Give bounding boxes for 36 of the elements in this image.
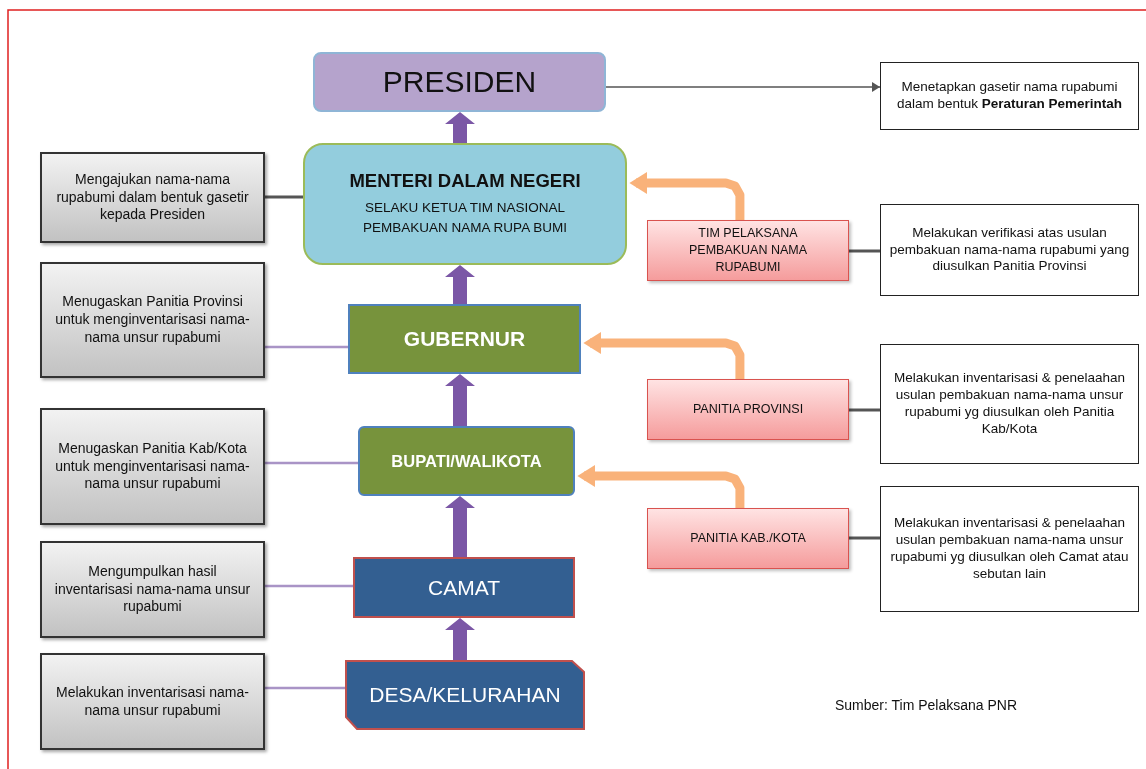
connector-line <box>265 584 353 588</box>
connector-line <box>265 345 348 349</box>
rounded-box: BUPATI/WALIKOTA <box>358 426 575 496</box>
note-box: Mengumpulkan hasil inventarisasi nama-nama unsur rupabumi <box>40 541 265 638</box>
block-arrow <box>445 618 475 660</box>
block-arrow <box>445 265 475 304</box>
note-box: Mengajukan nama-nama rupabumi dalam bentuk gasetir kepada Presiden <box>40 152 265 243</box>
curved-arrow <box>577 465 745 508</box>
note-box: Melakukan verifikasi atas usulan pembakuan nama-nama rupabumi yang diusulkan Panitia Provinsi <box>880 204 1139 296</box>
block-arrow <box>445 374 475 426</box>
connector-line <box>849 408 880 412</box>
note-box: Melakukan inventarisasi & penelaahan usulan pembakuan nama-nama unsur rupabumi yg diusulkan oleh Panitia Kab/Kota <box>880 344 1139 464</box>
curved-arrow <box>583 332 745 379</box>
snipped-box: DESA/KELURAHAN <box>345 660 585 730</box>
source-note: Sumber: Tim Pelaksana PNR <box>835 697 1018 713</box>
connector-line <box>849 536 880 540</box>
title-box: PRESIDEN <box>313 52 606 112</box>
note-box: Melakukan inventarisasi nama-nama unsur rupabumi <box>40 653 265 750</box>
process-box: CAMAT <box>353 557 575 618</box>
process-box: PANITIA KAB./KOTA <box>647 508 849 569</box>
curved-arrow <box>629 172 745 220</box>
rounded-box: MENTERI DALAM NEGERI SELAKU KETUA TIM NASIONAL PEMBAKUAN NAMA RUPA BUMI <box>303 143 627 265</box>
process-box: TIM PELAKSANA PEMBAKUAN NAMA RUPABUMI <box>647 220 849 281</box>
connector-line <box>849 249 880 253</box>
note-box: Menugaskan Panitia Provinsi untuk menginventarisasi nama-nama unsur rupabumi <box>40 262 265 378</box>
connector-line <box>265 686 345 690</box>
arrow <box>605 82 881 92</box>
note-box: Menugaskan Panitia Kab/Kota untuk menginventarisasi nama-nama unsur rupabumi <box>40 408 265 525</box>
connector-line <box>265 195 303 199</box>
block-arrow <box>445 112 475 143</box>
block-arrow <box>445 496 475 557</box>
note-box: Menetapkan gasetir nama rupabumi dalam bentuk Peraturan Pemerintah <box>880 62 1139 130</box>
process-box: PANITIA PROVINSI <box>647 379 849 440</box>
connector-line <box>265 461 358 465</box>
process-box: GUBERNUR <box>348 304 581 374</box>
note-box: Melakukan inventarisasi & penelaahan usulan pembakuan nama-nama unsur rupabumi yg diusulkan oleh Camat atau sebutan lain <box>880 486 1139 612</box>
